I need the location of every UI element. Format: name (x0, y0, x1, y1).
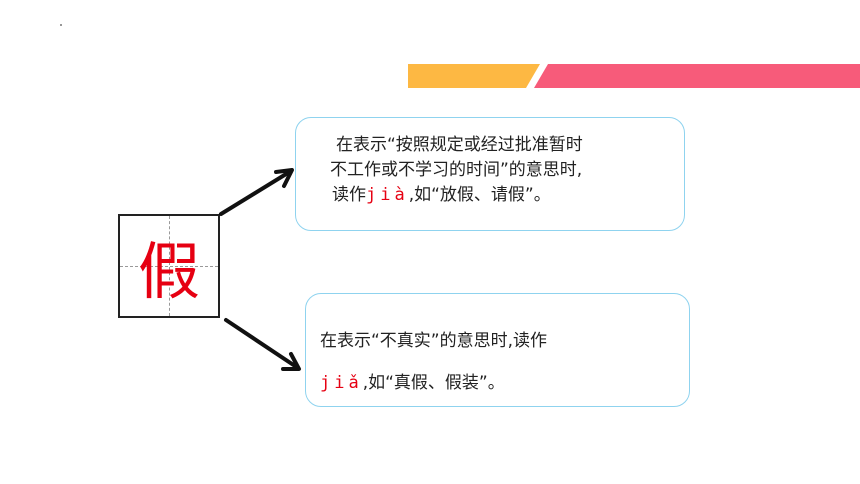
arrow-down-line (224, 318, 300, 370)
meaning-1-line-3: 读作jià,如“放假、请假”。 (332, 183, 670, 208)
pinyin-jia3: jiǎ (320, 373, 363, 393)
grid-horizontal-line (120, 266, 218, 267)
pink-bar (534, 64, 860, 88)
meaning-1-line-2: 不工作或不学习的时间”的意思时, (330, 160, 583, 180)
arrow-up-line (219, 169, 293, 216)
meaning-1-line-1: 在表示“按照规定或经过批准暂时 (336, 135, 583, 155)
arrow-up-head (274, 168, 294, 188)
meaning-2-examples: ,如“真假、假装”。 (362, 373, 505, 393)
decorative-dot (60, 24, 62, 26)
meaning-1-examples: ,如“放假、请假”。 (408, 185, 551, 205)
pinyin-jia4: jià (366, 185, 409, 205)
header-decoration-bars (408, 64, 860, 88)
orange-bar (408, 64, 540, 88)
meaning-2-line-1: 在表示“不真实”的意思时,读作 (320, 331, 548, 351)
character-grid-box: 假 (118, 214, 220, 318)
arrow-down-head (281, 352, 301, 371)
meaning-2-line-2: jiǎ,如“真假、假装”。 (320, 362, 679, 404)
meaning-box-jia4: 在表示“按照规定或经过批准暂时 不工作或不学习的时间”的意思时, 读作jià,如… (295, 117, 685, 231)
meaning-box-jia3: 在表示“不真实”的意思时,读作 jiǎ,如“真假、假装”。 (305, 293, 690, 407)
meaning-1-read-as: 读作 (332, 185, 366, 205)
character: 假 (137, 235, 200, 308)
